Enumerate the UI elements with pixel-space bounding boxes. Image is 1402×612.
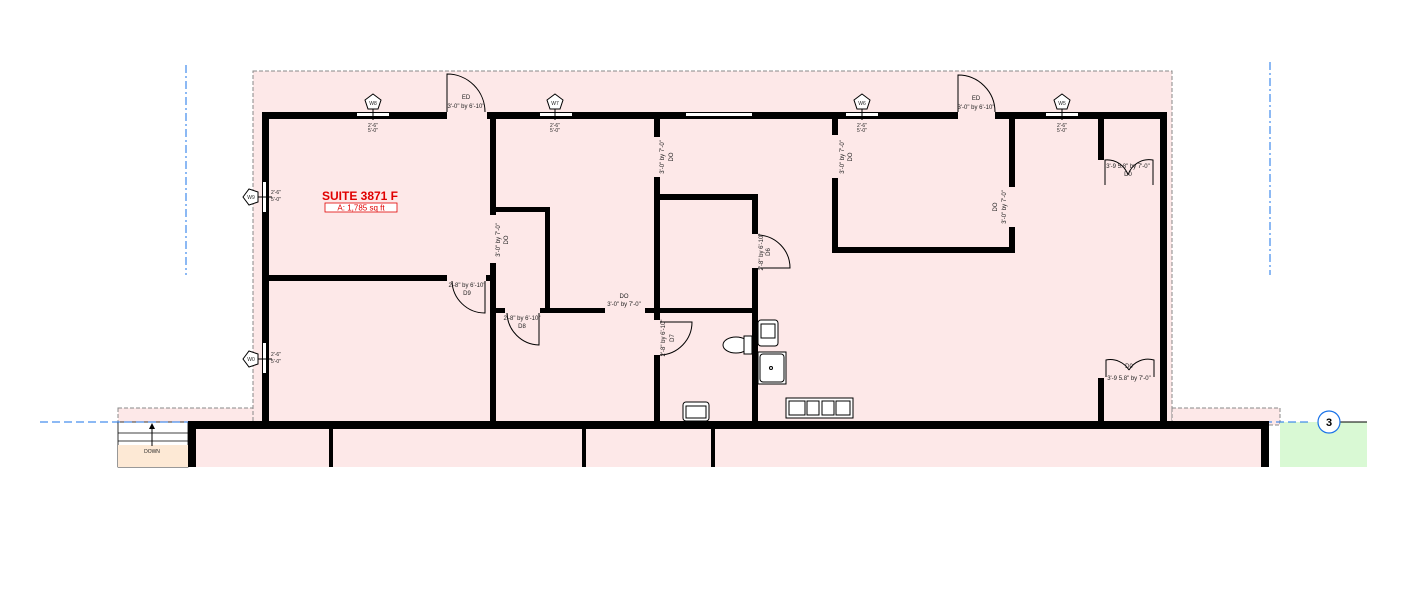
window-W8: W8 2'-6" 5'-0" bbox=[357, 93, 389, 134]
svg-text:2'-6": 2'-6" bbox=[1057, 123, 1067, 129]
svg-text:2'-6": 2'-6" bbox=[550, 123, 560, 129]
svg-text:DO: DO bbox=[669, 152, 675, 161]
svg-text:2'-8" by 6'-10": 2'-8" by 6'-10" bbox=[504, 316, 541, 322]
double-door-closet[interactable]: D0 3'-9 5.8" by 7'-0" bbox=[1105, 358, 1155, 382]
lower-suites bbox=[188, 425, 1268, 467]
door-opening[interactable]: 3'-0" by 7'-0" DO bbox=[840, 140, 854, 174]
svg-text:3'-0" by 6'-10": 3'-0" by 6'-10" bbox=[448, 104, 485, 110]
door-opening[interactable]: 3'-0" by 7'-0" DO bbox=[496, 223, 510, 257]
grid-bubble: 3 bbox=[1317, 410, 1341, 434]
suite-name: SUITE 3871 F bbox=[322, 189, 398, 203]
svg-text:DO: DO bbox=[620, 294, 629, 300]
svg-text:D9: D9 bbox=[463, 291, 471, 297]
window-tag-icon bbox=[242, 188, 259, 206]
svg-text:W8: W8 bbox=[369, 101, 377, 107]
suite-area-box bbox=[324, 202, 398, 213]
svg-text:ED: ED bbox=[462, 95, 471, 101]
sink-icon bbox=[757, 319, 779, 347]
window-tag-icon bbox=[546, 93, 564, 110]
door-D8[interactable]: 2'-8" by 6'-10" D8 bbox=[504, 312, 541, 346]
svg-text:DO: DO bbox=[504, 235, 510, 244]
window-tag-icon bbox=[853, 93, 871, 110]
kitchen-sink-icon bbox=[785, 397, 854, 419]
svg-text:3'-0" by 7'-0": 3'-0" by 7'-0" bbox=[660, 140, 666, 174]
sink-icon bbox=[682, 401, 710, 422]
svg-text:3: 3 bbox=[1326, 417, 1332, 429]
svg-text:W5: W5 bbox=[1058, 101, 1066, 107]
window-W0: W0 2'-6" 5'-0" bbox=[242, 343, 281, 373]
stair-label: DOWN bbox=[144, 449, 160, 455]
shower-icon bbox=[757, 351, 787, 385]
svg-text:5'-0": 5'-0" bbox=[271, 359, 281, 365]
svg-text:D0: D0 bbox=[1125, 364, 1133, 370]
svg-text:W0: W0 bbox=[247, 357, 255, 363]
svg-text:5'-0": 5'-0" bbox=[368, 128, 378, 134]
svg-text:D7: D7 bbox=[670, 334, 676, 342]
window-W9: W9 2'-6" 5'-0" bbox=[242, 182, 281, 212]
svg-text:2'-6": 2'-6" bbox=[271, 352, 281, 358]
door-D9[interactable]: 2'-8" by 6'-10" D9 bbox=[449, 280, 486, 314]
svg-text:2'-6": 2'-6" bbox=[368, 123, 378, 129]
right-landing bbox=[1171, 407, 1281, 426]
svg-text:W6: W6 bbox=[858, 101, 866, 107]
door-D7[interactable]: 2'-8" by 6'-10" D7 bbox=[659, 320, 693, 357]
svg-text:2'-6": 2'-6" bbox=[857, 123, 867, 129]
window-tag-icon bbox=[242, 350, 259, 368]
svg-text:3'-0" by 7'-0": 3'-0" by 7'-0" bbox=[1002, 190, 1008, 224]
svg-text:3'-0" by 6'-10": 3'-0" by 6'-10" bbox=[958, 105, 995, 111]
suite-boundary bbox=[252, 70, 1173, 426]
window-unlabeled bbox=[686, 113, 752, 116]
svg-text:3'-0" by 7'-0": 3'-0" by 7'-0" bbox=[840, 140, 846, 174]
svg-text:5'-0": 5'-0" bbox=[550, 128, 560, 134]
stair-fill bbox=[118, 445, 188, 467]
svg-text:W7: W7 bbox=[551, 101, 559, 107]
entry-door[interactable]: ED 3'-0" by 6'-10" bbox=[957, 74, 996, 113]
svg-text:5'-0": 5'-0" bbox=[857, 128, 867, 134]
svg-text:2'-8" by 6'-10": 2'-8" by 6'-10" bbox=[661, 320, 667, 357]
svg-text:2'-6": 2'-6" bbox=[271, 190, 281, 196]
door-opening[interactable]: DO 3'-0" by 7'-0" bbox=[607, 294, 641, 308]
svg-text:5'-0": 5'-0" bbox=[271, 197, 281, 203]
svg-text:3'-0" by 7'-0": 3'-0" by 7'-0" bbox=[496, 223, 502, 257]
svg-text:ED: ED bbox=[972, 96, 981, 102]
window-W6: W6 2'-6" 5'-0" bbox=[846, 93, 878, 134]
window-W7: W7 2'-6" 5'-0" bbox=[540, 93, 572, 134]
door-opening[interactable]: DO 3'-0" by 7'-0" bbox=[993, 190, 1008, 224]
toilet-icon bbox=[722, 335, 753, 355]
svg-text:DO: DO bbox=[848, 152, 854, 161]
svg-text:D8: D8 bbox=[518, 324, 526, 330]
svg-text:DO: DO bbox=[993, 202, 999, 211]
svg-text:W9: W9 bbox=[247, 195, 255, 201]
suite-area: A: 1,785 sq ft bbox=[337, 204, 385, 213]
svg-text:2'-8" by 6'-10": 2'-8" by 6'-10" bbox=[449, 283, 486, 289]
door-opening[interactable]: 3'-0" by 7'-0" DO bbox=[660, 140, 675, 174]
entry-door[interactable]: ED 3'-0" by 6'-10" bbox=[446, 73, 486, 113]
svg-text:5'-0": 5'-0" bbox=[1057, 128, 1067, 134]
window-tag-icon bbox=[364, 93, 382, 110]
door-D6[interactable]: 2'-8" by 6'-10" D6 bbox=[757, 234, 791, 271]
window-tag-icon bbox=[1053, 93, 1071, 110]
svg-text:D0: D0 bbox=[1124, 172, 1132, 178]
window-W5: W5 2'-6" 5'-0" bbox=[1046, 93, 1078, 134]
svg-text:3'-9 5.8" by 7'-0": 3'-9 5.8" by 7'-0" bbox=[1106, 164, 1150, 170]
svg-text:3'-9 5.8" by 7'-0": 3'-9 5.8" by 7'-0" bbox=[1107, 376, 1151, 382]
svg-text:2'-8" by 6'-10": 2'-8" by 6'-10" bbox=[759, 234, 765, 271]
svg-text:3'-0" by 7'-0": 3'-0" by 7'-0" bbox=[607, 302, 641, 308]
svg-text:D6: D6 bbox=[766, 248, 772, 256]
double-door-closet[interactable]: 3'-9 5.8" by 7'-0" D0 bbox=[1104, 159, 1154, 185]
